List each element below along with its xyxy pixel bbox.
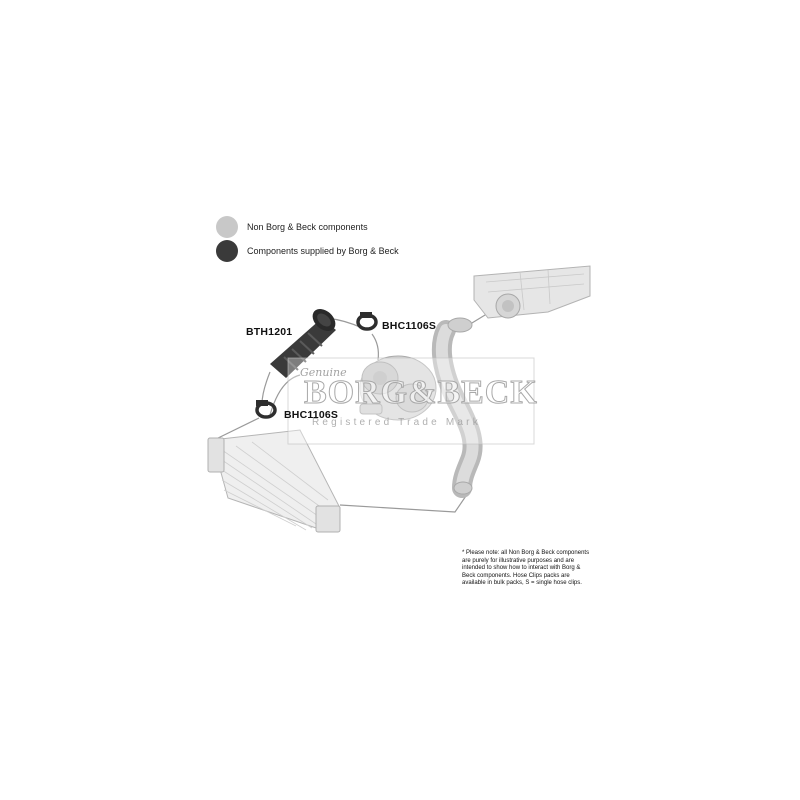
intercooler	[207, 429, 341, 533]
label-bth1201: BTH1201	[246, 326, 293, 338]
legend-borg: Components supplied by Borg & Beck	[216, 240, 399, 262]
clip-top	[356, 312, 378, 331]
intake-manifold	[473, 265, 591, 319]
watermark-brand: BORG&BECK	[304, 374, 538, 412]
footnote: * Please note: all Non Borg & Beck compo…	[462, 550, 590, 587]
intake-pipe	[431, 317, 483, 498]
watermark-subtitle: Registered Trade Mark	[312, 417, 481, 428]
watermark-script: Genuine	[300, 366, 347, 379]
legend-borg-swatch	[216, 240, 238, 262]
watermark-plate	[287, 357, 535, 445]
turbocharger	[359, 355, 437, 421]
legend-non-borg-swatch	[216, 216, 238, 238]
label-clip-left: BHC1106S	[284, 409, 339, 421]
legend-borg-label: Components supplied by Borg & Beck	[247, 246, 399, 256]
clip-left	[255, 400, 277, 419]
hose-bth1201	[270, 309, 336, 378]
legend-non-borg: Non Borg & Beck components	[216, 216, 368, 238]
label-clip-top: BHC1106S	[382, 320, 437, 332]
legend-non-borg-label: Non Borg & Beck components	[247, 222, 368, 232]
